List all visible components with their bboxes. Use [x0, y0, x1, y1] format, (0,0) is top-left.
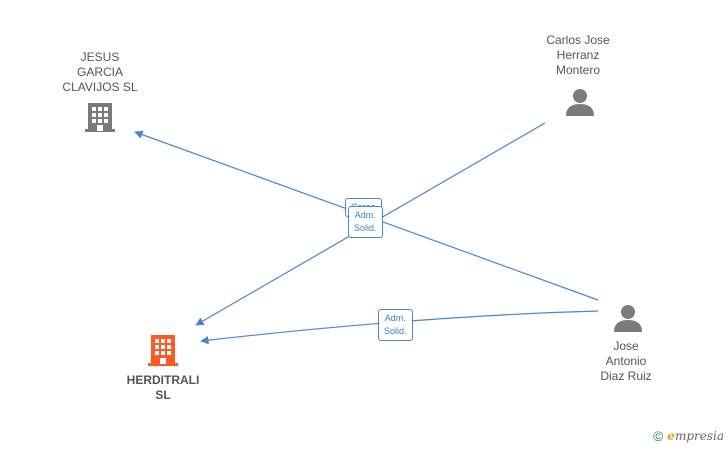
building-icon [85, 103, 115, 132]
brand-rest: mpresia [674, 429, 724, 443]
node-label-jose[interactable]: Jose Antonio Diaz Ruiz [600, 339, 652, 383]
person-icon [614, 305, 642, 332]
brand-initial: e [667, 429, 675, 443]
node-label-herditrali[interactable]: HERDITRALI SL [126, 373, 200, 402]
edge-label-adm-solid: Adm. Solid. [378, 309, 413, 341]
brand-logo: empresia [667, 429, 724, 443]
watermark: © empresia [653, 428, 724, 444]
copyright-symbol: © [652, 428, 664, 444]
edge-label-adm-solid: Adm. Solid. [348, 206, 383, 238]
person-icon [566, 89, 594, 116]
node-label-carlos[interactable]: Carlos Jose Herranz Montero [546, 33, 610, 77]
node-label-jesus[interactable]: JESUS GARCIA CLAVIJOS SL [62, 50, 138, 94]
main-building-icon [148, 335, 178, 366]
